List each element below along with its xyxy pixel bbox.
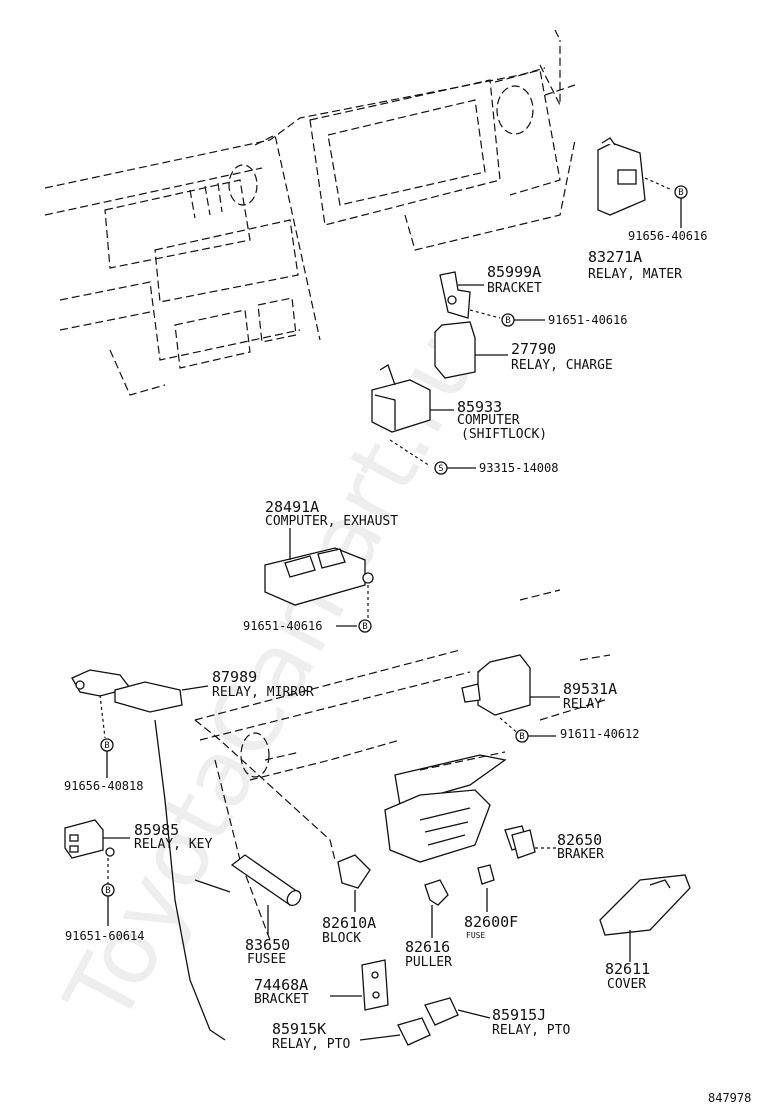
- label-puller: 82616 PULLER: [405, 938, 452, 970]
- svg-text:B: B: [505, 316, 510, 326]
- label-relay-pto-k: 85915K RELAY, PTO: [272, 1020, 350, 1052]
- part-name: RELAY, MIRROR: [212, 685, 314, 700]
- label-relay-mirror: 87989 RELAY, MIRROR B 91656-40818: [64, 668, 314, 793]
- part-number: 85933: [457, 398, 502, 416]
- part-name: FUSE: [466, 931, 485, 940]
- part-name: RELAY: [563, 697, 602, 712]
- relay-mirror-drawing: [71, 669, 183, 739]
- part-number: 82616: [405, 938, 450, 956]
- part-number: 74468A: [254, 976, 308, 994]
- bolt-number: 91656-40616: [628, 229, 707, 243]
- label-relay-mater: 83271A RELAY, MATER B 91656-40616: [588, 185, 707, 282]
- svg-text:S: S: [438, 464, 443, 474]
- fusee-drawing: [230, 854, 302, 935]
- instrument-panel-drawing: [44, 29, 576, 396]
- svg-text:B: B: [678, 188, 683, 198]
- part-number: 28491A: [265, 498, 319, 516]
- part-number: 87989: [212, 668, 257, 686]
- part-number: 82650: [557, 831, 602, 849]
- label-relay-charge: 27790 RELAY, CHARGE: [475, 340, 613, 373]
- diagram-code: 847978: [708, 1091, 751, 1105]
- relay-mater-drawing: [597, 137, 673, 216]
- bolt-number: 91611-40612: [560, 727, 639, 741]
- part-name-2: (SHIFTLOCK): [461, 427, 547, 442]
- relay-89531a-drawing: [461, 654, 531, 736]
- part-name: RELAY, PTO: [272, 1037, 350, 1052]
- part-name: COMPUTER: [457, 413, 520, 428]
- part-name: COVER: [607, 977, 646, 992]
- bracket-85999a-drawing: [439, 271, 501, 319]
- relay-key-drawing: [64, 819, 115, 885]
- part-number: 83650: [245, 936, 290, 954]
- bolt-number: 91656-40818: [64, 779, 143, 793]
- part-name: FUSEE: [247, 952, 286, 967]
- braker-drawing: [504, 825, 556, 859]
- label-block: 82610A BLOCK: [322, 914, 376, 946]
- block-drawing: [337, 854, 371, 912]
- puller-drawing: [424, 879, 449, 938]
- label-cover: 82611 COVER: [605, 960, 650, 992]
- part-name: RELAY, CHARGE: [511, 358, 613, 373]
- svg-text:B: B: [519, 732, 524, 742]
- label-relay-key: 85985 RELAY, KEY B 91651-60614: [65, 821, 212, 943]
- bolt-number: 91651-40616: [548, 313, 627, 327]
- part-number: 89531A: [563, 680, 617, 698]
- bolt-number: 91651-40616: [243, 619, 322, 633]
- part-name: BLOCK: [322, 931, 361, 946]
- label-bracket-85999a: 85999A BRACKET B 91651-40616: [458, 263, 627, 327]
- part-number: 85915J: [492, 1006, 546, 1024]
- label-computer-shiftlock: 85933 COMPUTER (SHIFTLOCK) S 93315-14008: [430, 398, 558, 475]
- label-braker: 82650 BRAKER: [557, 831, 604, 862]
- bolt-number: 91651-60614: [65, 929, 144, 943]
- part-number: 85985: [134, 821, 179, 839]
- part-name: RELAY, PTO: [492, 1023, 570, 1038]
- part-name: RELAY, MATER: [588, 267, 682, 282]
- part-number: 83271A: [588, 248, 642, 266]
- svg-text:B: B: [362, 622, 367, 632]
- label-computer-exhaust: 28491A COMPUTER, EXHAUST 91651-40616 B: [243, 498, 398, 633]
- part-name: RELAY, KEY: [134, 837, 212, 852]
- label-fusee: 83650 FUSEE: [245, 936, 290, 967]
- junction-block-drawing: [384, 751, 507, 863]
- relay-pto-drawing: [359, 997, 491, 1046]
- bracket-74468a-drawing: [361, 959, 389, 1011]
- part-name: BRACKET: [254, 992, 309, 1007]
- computer-exhaust-drawing: [264, 547, 374, 618]
- bolt-mark-icon: [358, 619, 372, 633]
- label-fuse: 82600F FUSE: [464, 913, 518, 940]
- part-name: PULLER: [405, 955, 452, 970]
- part-number: 82610A: [322, 914, 376, 932]
- screw-number: 93315-14008: [479, 461, 558, 475]
- label-bracket-74468a: 74468A BRACKET: [254, 976, 362, 1007]
- cover-drawing: [599, 874, 691, 962]
- part-number: 85915K: [272, 1020, 326, 1038]
- part-name: BRACKET: [487, 281, 542, 296]
- fuse-drawing: [477, 864, 495, 912]
- label-relay-89531a: 89531A RELAY B 91611-40612: [515, 680, 639, 743]
- part-name: BRAKER: [557, 847, 604, 862]
- computer-shiftlock-drawing: [371, 364, 431, 467]
- svg-text:B: B: [105, 886, 110, 896]
- part-number: 85999A: [487, 263, 541, 281]
- part-number: 82611: [605, 960, 650, 978]
- svg-text:B: B: [104, 741, 109, 751]
- part-name: COMPUTER, EXHAUST: [265, 514, 398, 529]
- part-number: 27790: [511, 340, 556, 358]
- part-number: 82600F: [464, 913, 518, 931]
- label-relay-pto-j: 85915J RELAY, PTO: [492, 1006, 570, 1038]
- relay-charge-drawing: [434, 321, 476, 379]
